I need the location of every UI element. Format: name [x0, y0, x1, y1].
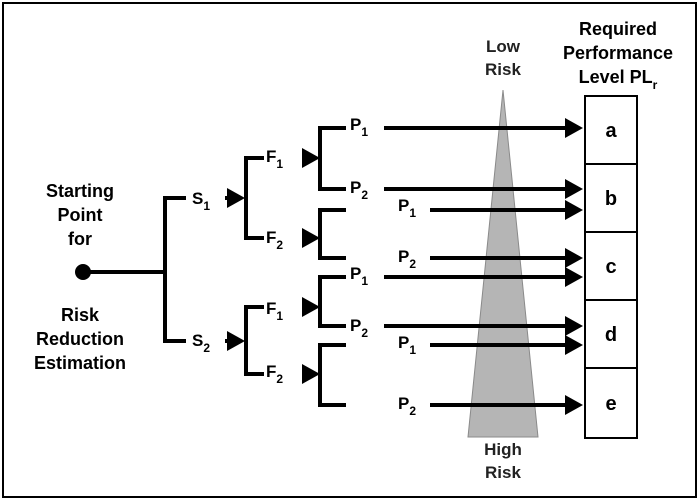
frequency-label-f2-lower: F2 [266, 362, 283, 386]
possibility-label-6: P2 [350, 316, 368, 340]
header-line-1: Required [579, 19, 657, 39]
frequency-arrow-1 [302, 148, 320, 168]
header-line-2: Performance [563, 43, 673, 63]
level-box-d [584, 299, 638, 369]
high-risk-label-line-1: High [484, 440, 522, 459]
frequency-label-f2-upper: F2 [266, 228, 283, 252]
severity-label-2: S2 [192, 331, 210, 355]
low-risk-label-line-2: Risk [485, 60, 521, 79]
header-line-3: Level PLr [579, 67, 658, 92]
start-label-line-2: Point [58, 205, 103, 225]
severity-label-1: S1 [192, 189, 210, 213]
possibility-label-7: P1 [398, 333, 416, 357]
arrow-p1-to-d-head [565, 335, 583, 355]
tree-lines [88, 126, 569, 407]
level-box-a [584, 95, 638, 165]
frequency-label-f1-upper: F1 [266, 147, 283, 171]
severity-arrow-1 [227, 188, 245, 208]
possibility-label-2: P2 [350, 178, 368, 202]
starting-point-dot [75, 264, 91, 280]
level-label-e: e [605, 393, 616, 415]
severity-arrow-2 [227, 331, 245, 351]
arrow-heads [227, 118, 583, 415]
estimation-label-line-2: Reduction [36, 329, 124, 349]
possibility-label-4: P2 [398, 247, 416, 271]
level-label-d: d [605, 324, 617, 346]
frequency-arrow-4 [302, 364, 320, 384]
level-box-e [584, 367, 638, 439]
possibility-label-3: P1 [398, 196, 416, 220]
arrow-p1-to-b-head [565, 200, 583, 220]
level-label-a: a [605, 120, 617, 142]
arrow-p2-to-d-head [565, 316, 583, 336]
frequency-arrow-2 [302, 228, 320, 248]
level-box-b [584, 163, 638, 233]
level-label-b: b [605, 188, 617, 210]
high-risk-label-line-2: Risk [485, 463, 521, 482]
arrow-p2-to-e-head [565, 395, 583, 415]
possibility-label-5: P1 [350, 264, 368, 288]
arrow-p1-to-a-head [565, 118, 583, 138]
frequency-arrow-3 [302, 297, 320, 317]
arrow-p1-to-c-head [565, 267, 583, 287]
estimation-label-line-1: Risk [61, 305, 100, 325]
possibility-label-8: P2 [398, 394, 416, 418]
risk-triangle [467, 89, 539, 438]
start-label-line-1: Starting [46, 181, 114, 201]
low-risk-label-line-1: Low [486, 37, 521, 56]
estimation-label-line-3: Estimation [34, 353, 126, 373]
performance-level-boxes: a b c d e [584, 95, 638, 439]
arrow-p2-to-c-head [565, 248, 583, 268]
frequency-label-f1-lower: F1 [266, 299, 283, 323]
arrow-p2-to-b-head [565, 179, 583, 199]
level-label-c: c [605, 256, 616, 278]
possibility-label-1: P1 [350, 115, 368, 139]
start-label-line-3: for [68, 229, 92, 249]
